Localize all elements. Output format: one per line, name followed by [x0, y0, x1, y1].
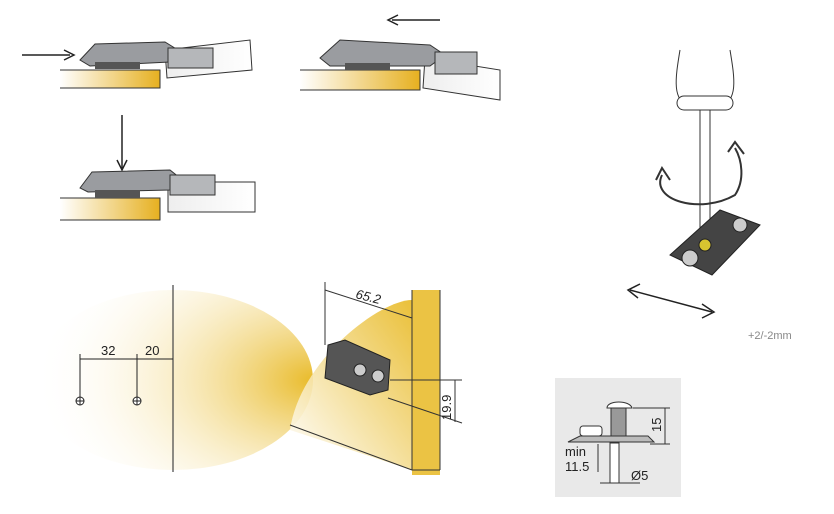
double-arrow-icon [629, 289, 713, 313]
step-1-insert [22, 39, 253, 89]
screw-length-dim: 15 [649, 418, 664, 432]
hole-spacing-dim: 32 [101, 343, 115, 358]
cabinet-side-panel [60, 69, 161, 89]
rotate-arrow-icon [659, 147, 743, 206]
step-3-press [60, 115, 256, 221]
min-depth-dim: 11.5 [565, 459, 589, 474]
edge-distance-dim: 20 [145, 343, 159, 358]
mounting-plate [669, 209, 761, 276]
drilling-pattern-diagram: 32 20 [0, 280, 313, 480]
adjustment-screwdriver-diagram: +2/-2mm [626, 49, 792, 342]
plate-height-dim: 19.9 [439, 395, 454, 420]
step-2-slide [300, 14, 501, 101]
mounting-plate-dimension-diagram: 65.2 19.9 [289, 282, 463, 475]
screw-thread [610, 407, 627, 439]
min-label: min [565, 444, 586, 459]
hinge-cup [167, 47, 214, 69]
screw-detail-diagram: 15 min 11.5 Ø5 [555, 378, 681, 497]
adjustment-range-label: +2/-2mm [748, 330, 792, 342]
plate-length-dim: 65.2 [354, 286, 383, 307]
screw-diameter-dim: Ø5 [631, 468, 648, 483]
